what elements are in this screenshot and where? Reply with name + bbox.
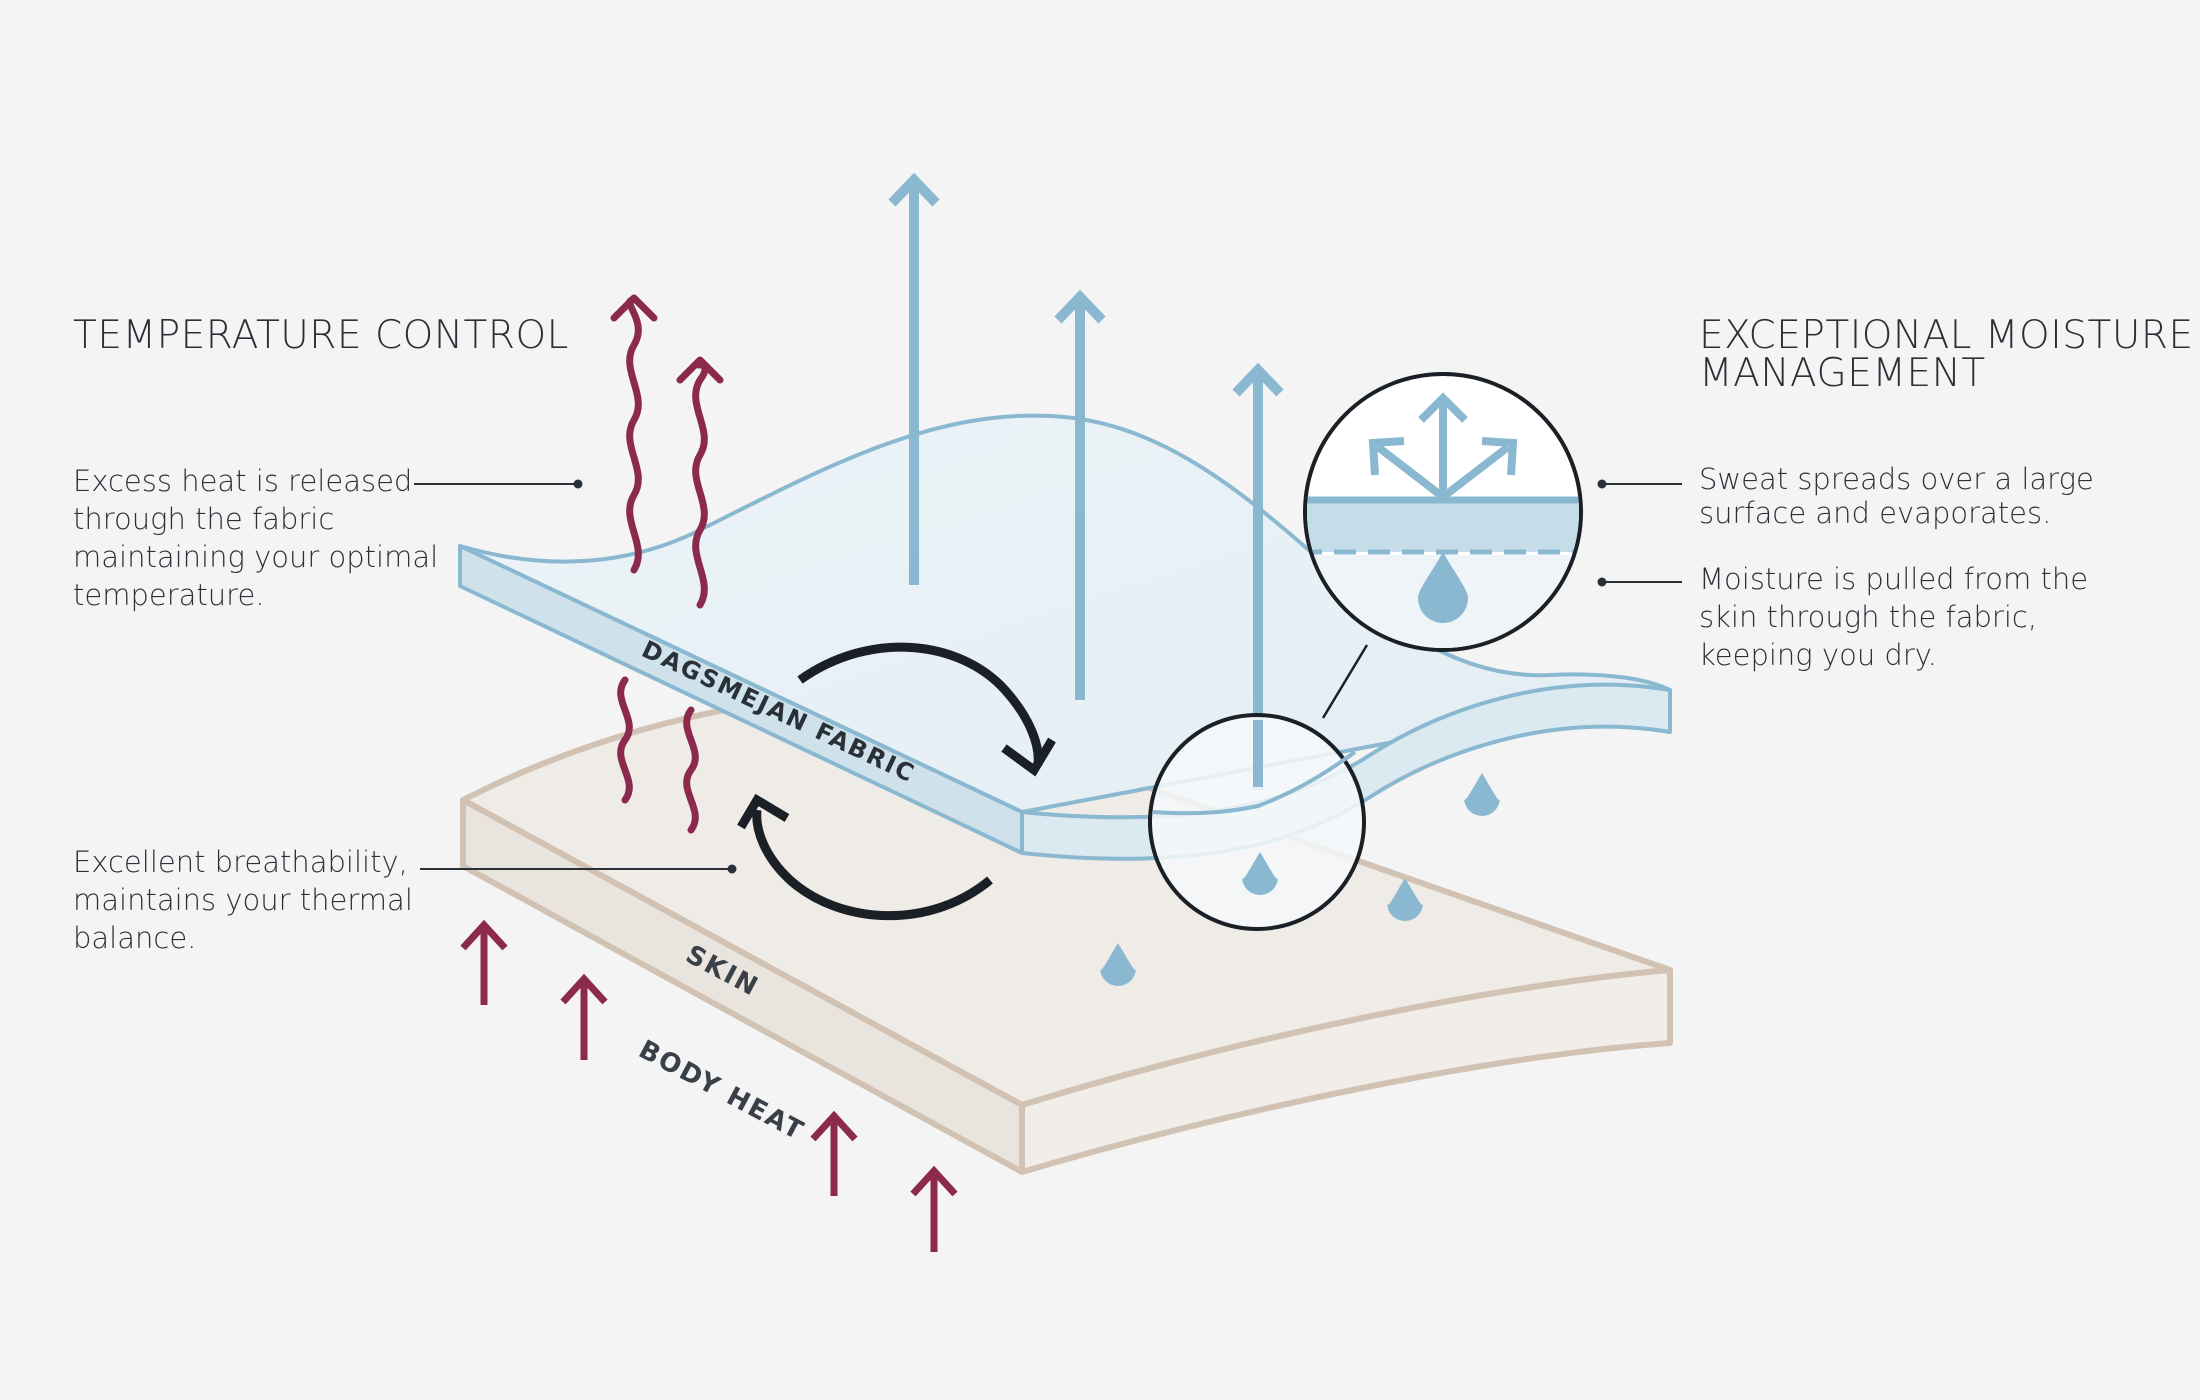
temperature-control-heading: TEMPERATURE CONTROL [73,313,569,358]
body-heat-arrows [460,919,958,1252]
straight-up-arrow-icon [810,1110,858,1196]
skin-drops [1100,773,1500,986]
breathability-text: Excellent breathability, maintains your … [73,845,413,955]
skin-layer [460,687,1673,1175]
vapor-arrow-icon [1054,289,1106,700]
excess-heat-text: Excess heat is released through the fabr… [73,464,439,612]
straight-up-arrow-icon [560,973,608,1060]
straight-up-arrow-icon [460,919,508,1005]
water-drop-icon [1242,852,1278,895]
magnifier-lower [1148,713,1366,931]
skin-side-face [1019,967,1673,1175]
wavy-heat-arrow-icon [610,294,658,574]
sweat-spreads-text: Sweat spreads over a large surface and e… [1699,462,2094,530]
magnifier-upper [1303,372,1583,652]
wavy-heat-arrow-icon [676,356,724,609]
spread-arrows-icon [1368,392,1518,501]
magnifier-connector [1321,644,1369,719]
leader-lines [414,479,1682,874]
moisture-management-heading: EXCEPTIONAL MOISTURE MANAGEMENT [1699,313,2194,396]
straight-up-arrow-icon [910,1165,958,1252]
fabric-layer [458,413,1672,861]
water-drop-icon [1100,943,1136,986]
fabric-top-surface [458,413,1672,814]
moisture-pulled-text: Moisture is pulled from the skin through… [1699,562,2089,672]
heat-waves-upper [610,294,724,609]
water-drop-icon [1418,552,1468,623]
body-heat-label: BODY HEAT [634,1035,810,1147]
vapor-arrow-icon [888,172,940,585]
heat-waves-lower [617,676,699,834]
circular-arrows-icon [737,642,1056,921]
water-drop-icon [1387,878,1423,921]
water-drop-icon [1464,773,1500,816]
